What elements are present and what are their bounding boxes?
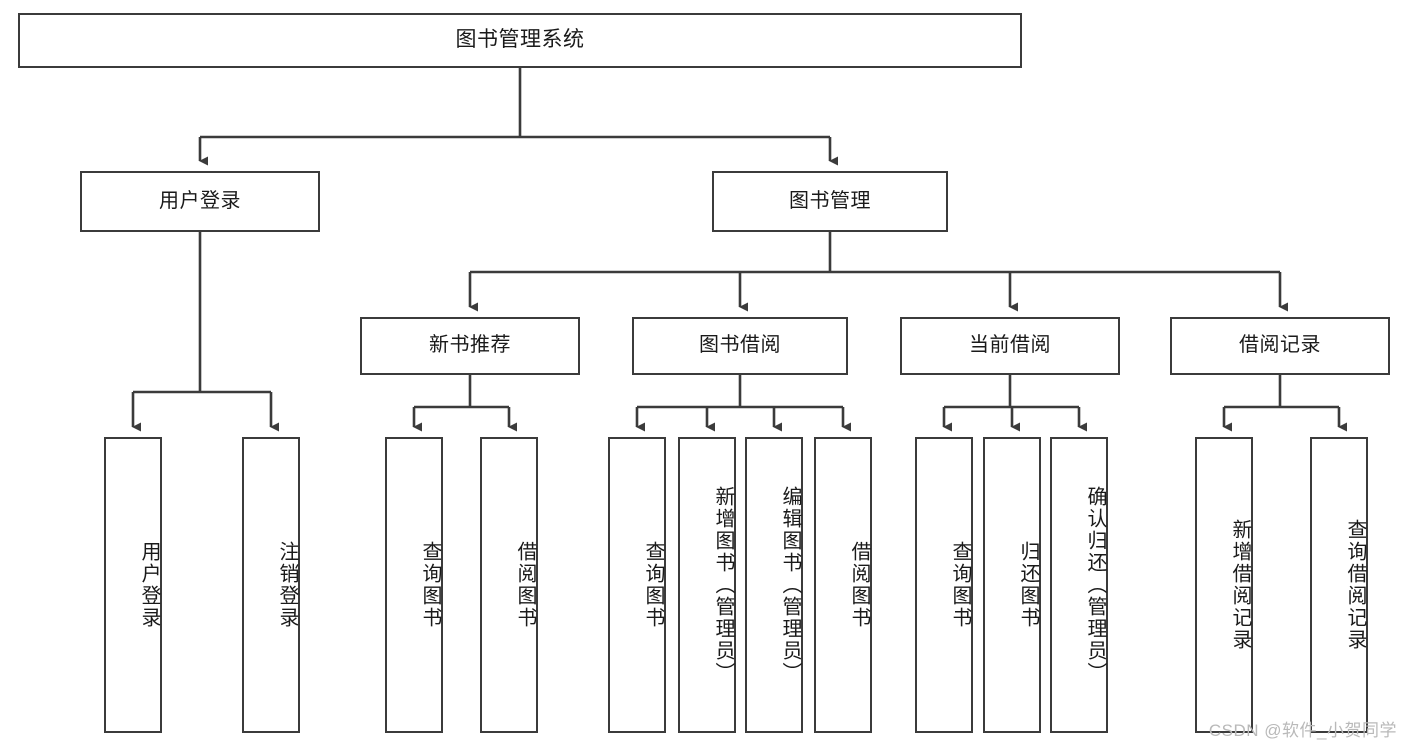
node-label: 借阅图书	[848, 541, 870, 629]
node-user-login[interactable]: 用户登录	[80, 171, 320, 232]
node-label: 图书管理	[789, 189, 871, 212]
node-label: 查询图书	[642, 541, 664, 629]
node-book-manage[interactable]: 图书管理	[712, 171, 948, 232]
node-label: 确认归还（管理员）	[1084, 486, 1106, 684]
node-leaf-query-book-3[interactable]: 查询图书	[915, 437, 973, 733]
node-label: 新增借阅记录	[1229, 519, 1251, 651]
node-label: 查询借阅记录	[1344, 519, 1366, 651]
node-leaf-return-book[interactable]: 归还图书	[983, 437, 1041, 733]
node-label: 归还图书	[1017, 541, 1039, 629]
node-label: 借阅记录	[1239, 334, 1321, 357]
node-leaf-add-book[interactable]: 新增图书（管理员）	[678, 437, 736, 733]
node-label: 编辑图书（管理员）	[779, 486, 801, 684]
node-leaf-borrow-book-1[interactable]: 借阅图书	[480, 437, 538, 733]
node-leaf-query-record[interactable]: 查询借阅记录	[1310, 437, 1368, 733]
node-leaf-confirm-return[interactable]: 确认归还（管理员）	[1050, 437, 1108, 733]
node-borrow-record[interactable]: 借阅记录	[1170, 317, 1390, 375]
node-label: 图书借阅	[699, 334, 781, 357]
node-leaf-borrow-book-2[interactable]: 借阅图书	[814, 437, 872, 733]
node-label: 新书推荐	[429, 334, 511, 357]
node-leaf-add-record[interactable]: 新增借阅记录	[1195, 437, 1253, 733]
node-new-book-rec[interactable]: 新书推荐	[360, 317, 580, 375]
node-book-borrow[interactable]: 图书借阅	[632, 317, 848, 375]
node-label: 注销登录	[276, 541, 298, 629]
node-label: 用户登录	[138, 541, 160, 629]
node-label: 新增图书（管理员）	[712, 486, 734, 684]
node-label: 用户登录	[159, 189, 241, 212]
node-leaf-query-book-1[interactable]: 查询图书	[385, 437, 443, 733]
node-current-borrow[interactable]: 当前借阅	[900, 317, 1120, 375]
node-leaf-edit-book[interactable]: 编辑图书（管理员）	[745, 437, 803, 733]
node-label: 借阅图书	[514, 541, 536, 629]
node-label: 图书管理系统	[455, 28, 585, 52]
node-label: 当前借阅	[969, 334, 1051, 357]
node-leaf-user-login[interactable]: 用户登录	[104, 437, 162, 733]
node-leaf-query-book-2[interactable]: 查询图书	[608, 437, 666, 733]
node-root[interactable]: 图书管理系统	[18, 13, 1022, 68]
node-label: 查询图书	[949, 541, 971, 629]
csdn-watermark: CSDN @软件_小贺同学	[1208, 721, 1397, 740]
node-leaf-user-logout[interactable]: 注销登录	[242, 437, 300, 733]
node-label: 查询图书	[419, 541, 441, 629]
